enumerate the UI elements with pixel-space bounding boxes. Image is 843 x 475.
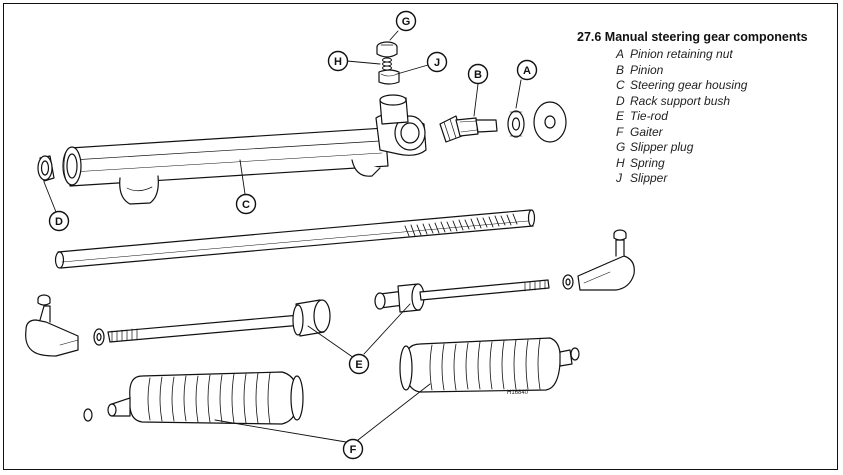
- callout-h: H: [327, 50, 349, 72]
- legend-label: Gaiter: [630, 124, 663, 139]
- legend-label: Tie-rod: [630, 109, 668, 123]
- legend-label: Spring: [630, 155, 665, 170]
- rack-bar: [54, 209, 536, 269]
- legend-key: B: [616, 62, 625, 77]
- right-tie-rod: [374, 279, 550, 313]
- svg-text:J: J: [434, 57, 440, 69]
- legend-item: J Slipper: [616, 171, 747, 187]
- legend-label: Pinion: [630, 62, 664, 77]
- reference-code: H16840: [507, 390, 529, 396]
- right-gaiter: [399, 337, 580, 393]
- legend-item: B Pinion: [616, 63, 747, 79]
- svg-text:B: B: [474, 69, 482, 81]
- legend-key: E: [616, 109, 625, 123]
- pinion: [439, 115, 498, 143]
- right-tie-rod-end: [577, 229, 635, 291]
- svg-text:A: A: [523, 65, 531, 77]
- leader-lines: [43, 30, 522, 443]
- legend-item: H Spring: [616, 156, 747, 172]
- legend-label: Steering gear housing: [630, 78, 748, 92]
- callout-f: F: [342, 438, 364, 460]
- callout-a: A: [516, 59, 538, 81]
- pinion-retaining-nut: [507, 110, 525, 138]
- legend-label: Rack support bush: [630, 93, 731, 108]
- rack-support-bush: [37, 155, 55, 182]
- component-legend: A Pinion retaining nut B Pinion C Steering …: [616, 47, 747, 187]
- left-lock-nut: [93, 328, 105, 346]
- left-tie-rod-end: [25, 294, 79, 357]
- legend-key: C: [616, 78, 625, 92]
- legend-key: H: [616, 155, 625, 170]
- slipper: [378, 69, 400, 85]
- pinion-cover: [533, 101, 567, 143]
- callout-b: B: [467, 63, 489, 85]
- legend-item: G Slipper plug: [616, 140, 747, 156]
- legend-key: J: [616, 171, 622, 185]
- right-lock-nut: [562, 274, 574, 290]
- legend-item: F Gaiter: [616, 125, 747, 141]
- left-gaiter: [83, 371, 304, 425]
- callout-c: C: [235, 193, 257, 215]
- callout-d: D: [48, 210, 70, 232]
- legend-label: Pinion retaining nut: [630, 47, 733, 61]
- callout-e: E: [348, 353, 370, 375]
- callout-j: J: [426, 51, 448, 73]
- legend-key: G: [616, 140, 626, 154]
- svg-text:D: D: [55, 216, 63, 228]
- legend-key: D: [616, 93, 625, 108]
- steering-gear-housing: [62, 94, 427, 205]
- spring: [382, 57, 392, 71]
- legend-key: F: [616, 124, 624, 139]
- legend-item: E Tie-rod: [616, 109, 747, 125]
- svg-text:F: F: [350, 444, 357, 456]
- caption-title: 27.6 Manual steering gear components: [577, 30, 808, 44]
- legend-item: A Pinion retaining nut: [616, 47, 747, 63]
- legend-label: Slipper plug: [630, 140, 694, 154]
- legend-item: D Rack support bush: [616, 94, 747, 110]
- svg-text:C: C: [242, 199, 250, 211]
- left-tie-rod: [107, 299, 331, 343]
- rack-teeth: [404, 213, 518, 237]
- svg-text:H: H: [334, 56, 342, 68]
- legend-label: Slipper: [630, 171, 668, 185]
- svg-text:E: E: [355, 359, 362, 371]
- slipper-plug: [376, 41, 398, 58]
- svg-text:G: G: [402, 16, 411, 28]
- legend-key: A: [616, 47, 625, 61]
- legend-item: C Steering gear housing: [616, 78, 747, 94]
- callout-g: G: [395, 10, 417, 32]
